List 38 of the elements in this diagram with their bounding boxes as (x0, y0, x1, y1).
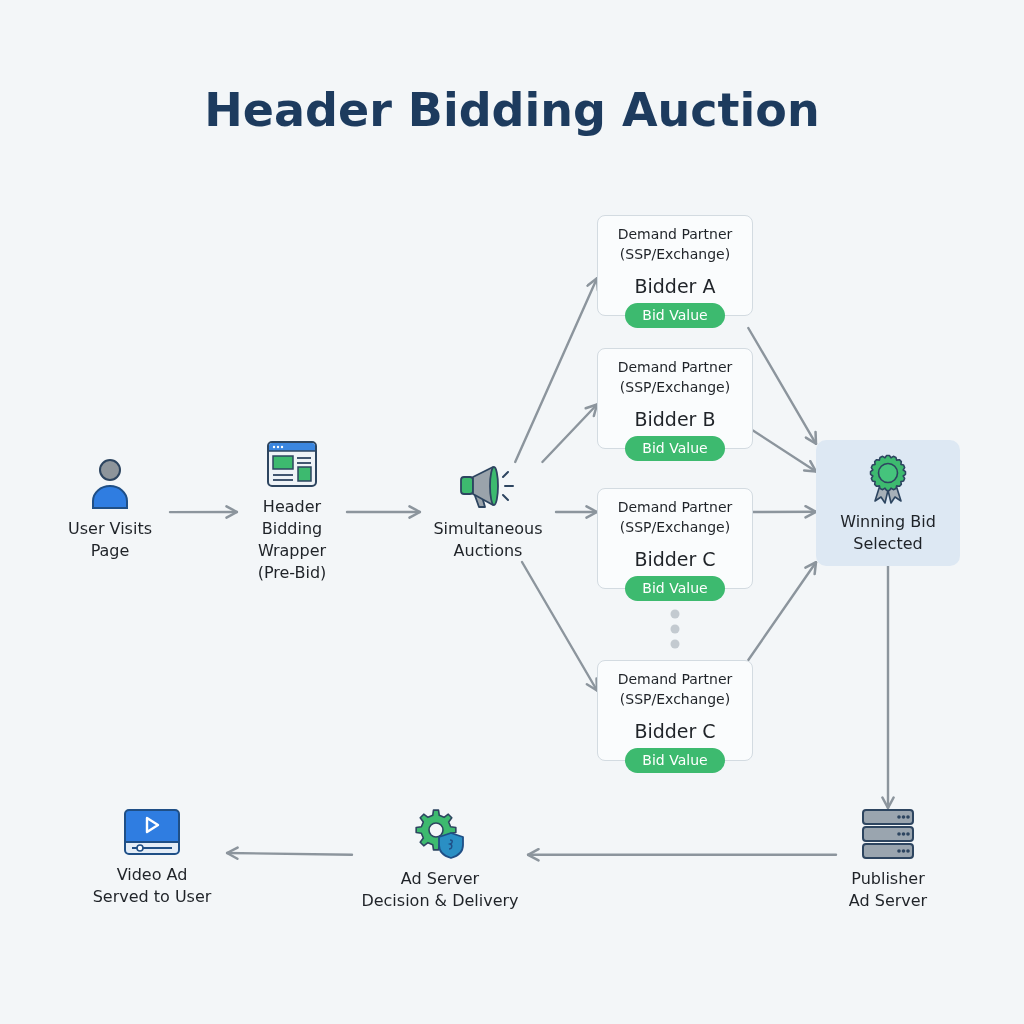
arrow (751, 429, 818, 473)
bidder-card (597, 348, 753, 461)
node-label: Simultaneous Auctions (433, 518, 543, 562)
bid-value-badge: Bid Value (625, 576, 725, 601)
arrow (225, 846, 354, 860)
node-label: Publisher Ad Server (848, 868, 928, 912)
card-subtitle: Demand Partner (SSP/Exchange) (617, 225, 733, 264)
highlight-panel (816, 440, 960, 566)
arrow (168, 505, 239, 519)
arrow (514, 277, 600, 464)
bidder-card (597, 215, 753, 328)
node-label: User Visits Page (68, 518, 152, 562)
card-subtitle: Demand Partner (SSP/Exchange) (617, 358, 733, 397)
node-label: Header Bidding Wrapper (Pre-Bid) (257, 496, 327, 584)
node-label: Ad Server Decision & Delivery (361, 868, 519, 912)
arrow (751, 504, 818, 519)
arrow (526, 847, 838, 862)
arrow (554, 505, 599, 519)
card-subtitle: Demand Partner (SSP/Exchange) (617, 670, 733, 709)
diagram-title: Header Bidding Auction (204, 82, 820, 139)
bid-value-badge: Bid Value (625, 748, 725, 773)
arrow (881, 564, 895, 810)
bidder-card (597, 660, 753, 773)
bidder-name: Bidder C (634, 719, 716, 744)
bid-value-badge: Bid Value (625, 303, 725, 328)
bidder-card (597, 488, 753, 601)
arrow (520, 560, 599, 692)
bidder-name: Bidder C (634, 547, 716, 572)
card-subtitle: Demand Partner (SSP/Exchange) (617, 498, 733, 537)
bidder-name: Bidder B (634, 407, 716, 432)
arrow (747, 326, 818, 446)
node-label: Winning Bid Selected (840, 511, 936, 555)
arrow (541, 403, 599, 464)
arrow (747, 560, 818, 662)
bidder-name: Bidder A (634, 274, 716, 299)
bid-value-badge: Bid Value (625, 436, 725, 461)
node-label: Video Ad Served to User (92, 864, 212, 908)
arrow (345, 505, 422, 519)
